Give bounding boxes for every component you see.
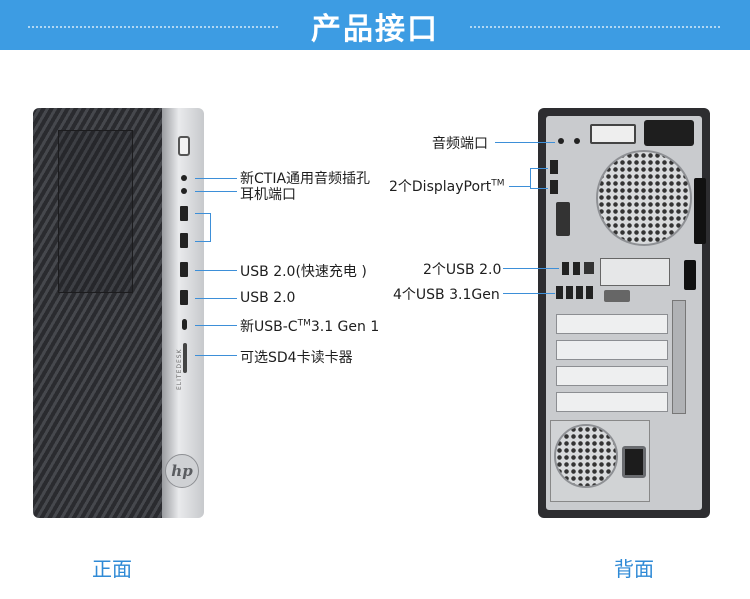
label-back-usb-31: 4个USB 3.1Gen (393, 287, 500, 303)
back-usb-3-port-icon (566, 286, 573, 299)
leader-line (195, 241, 211, 242)
serial-port-icon (556, 202, 570, 236)
label-usb-2: USB 2.0 (240, 290, 296, 306)
caption-front: 正面 (92, 557, 132, 581)
front-usb-c-port-icon (182, 319, 187, 330)
rear-fan-grille-icon (596, 150, 692, 246)
label-usb-fast-charge: USB 2.0(快速充电 ) (240, 264, 367, 280)
expansion-slot-cover (556, 366, 668, 386)
back-usb-2-port-icon (573, 262, 580, 275)
hp-logo: hp (165, 454, 199, 488)
displayport-icon (550, 180, 558, 194)
lock-slot-icon (644, 120, 694, 146)
displayport-icon (550, 160, 558, 174)
label-displayport-tm: TM (491, 178, 505, 189)
leader-line (530, 188, 548, 189)
leader-line (509, 186, 531, 187)
label-displayport-prefix: 2个DisplayPort (389, 179, 492, 195)
leader-line (495, 142, 555, 143)
front-usb-port-icon (180, 206, 188, 221)
caption-back: 背面 (614, 557, 654, 581)
headphone-jack-icon (181, 188, 187, 194)
label-audio-combo-jack: 新CTIA通用音频插孔 (240, 171, 371, 187)
front-tower-inset (58, 130, 133, 293)
power-socket-icon (622, 446, 646, 478)
leader-line (503, 268, 559, 269)
leader-line (195, 178, 237, 179)
leader-line (503, 293, 555, 294)
label-usb-c-suffix: 3.1 Gen 1 (310, 319, 380, 335)
back-usb-3-port-icon (586, 286, 593, 299)
front-usb-port-icon (180, 290, 188, 305)
back-audio-jack-icon (558, 138, 564, 144)
model-text: ELITEDESK (176, 348, 183, 390)
leader-line (530, 168, 531, 189)
banner-dash-right (470, 26, 720, 28)
back-usb-3-port-icon (576, 286, 583, 299)
page-title: 产品接口 (311, 12, 439, 47)
leader-line (195, 213, 211, 214)
leader-line (530, 168, 548, 169)
io-cover-plate (600, 258, 670, 286)
label-usb-c: 新USB-CTM3.1 Gen 1 (240, 316, 379, 336)
label-displayport: 2个DisplayPortTM (389, 176, 505, 196)
back-audio-jack-icon (574, 138, 580, 144)
leader-line (195, 191, 237, 192)
label-back-usb-2: 2个USB 2.0 (423, 262, 502, 278)
power-button-icon (178, 136, 190, 156)
leader-line (210, 213, 211, 242)
label-sd-reader: 可选SD4卡读卡器 (240, 350, 353, 366)
expansion-slot-cover (556, 392, 668, 412)
header-banner: 产品接口 (0, 0, 750, 50)
banner-dash-left (28, 26, 278, 28)
back-usb-3-port-icon (556, 286, 563, 299)
label-usb-c-prefix: 新USB-C (240, 319, 298, 335)
slot-retention-bar (672, 300, 686, 414)
rear-latch (684, 260, 696, 290)
label-usb-c-tm: TM (297, 318, 311, 329)
leader-line (195, 270, 237, 271)
side-latch (694, 178, 706, 244)
audio-jack-icon (181, 175, 187, 181)
label-headphone-port: 耳机端口 (240, 187, 296, 203)
front-usb-port-icon (180, 233, 188, 248)
sd-card-slot-icon (183, 343, 187, 373)
psu-fan-grille-icon (554, 424, 618, 488)
leader-line (195, 355, 237, 356)
label-back-audio: 音频端口 (432, 136, 488, 152)
front-usb-port-icon (180, 262, 188, 277)
top-bracket (590, 124, 636, 144)
expansion-slot-cover (556, 340, 668, 360)
leader-line (195, 298, 237, 299)
vga-port-icon (604, 290, 630, 302)
expansion-slot-cover (556, 314, 668, 334)
leader-line (195, 325, 237, 326)
ethernet-port-icon (584, 262, 594, 274)
back-usb-2-port-icon (562, 262, 569, 275)
